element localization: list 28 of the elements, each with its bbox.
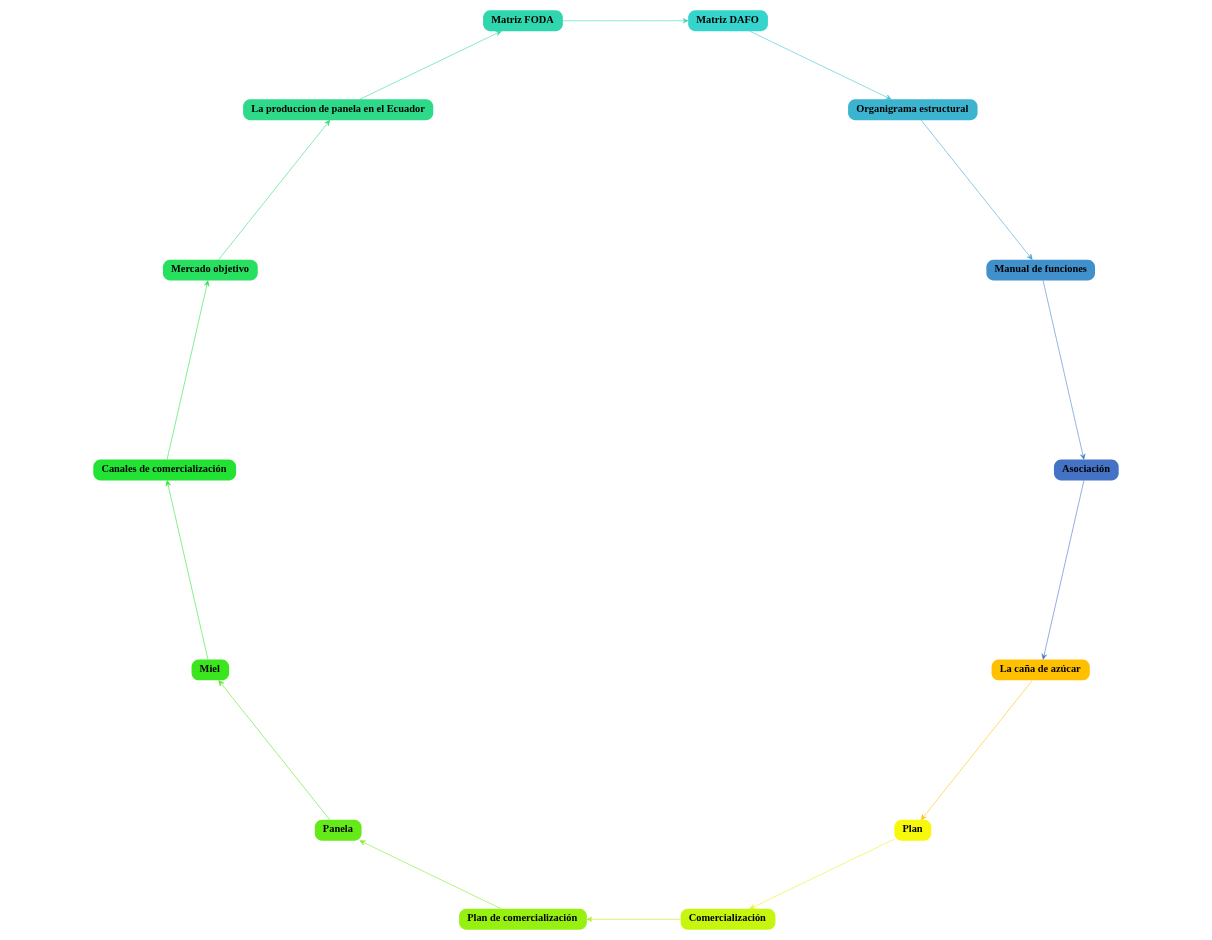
node-box: Matriz FODA — [483, 10, 563, 32]
node-box: Panela — [314, 819, 362, 841]
arrow — [920, 119, 1033, 260]
arrow — [165, 480, 209, 660]
arrow — [562, 18, 689, 24]
node-box: Canales de comercialización — [93, 459, 237, 481]
arrow — [920, 680, 1033, 820]
node-box: Asociación — [1053, 459, 1119, 481]
arrow — [586, 916, 681, 922]
node-box: Miel — [191, 659, 230, 681]
arrow — [749, 30, 892, 100]
node-box: Plan de comercialización — [459, 908, 587, 930]
node-box: La caña de azúcar — [991, 659, 1090, 681]
node-box: Organigrama estructural — [848, 99, 978, 121]
arrow — [166, 280, 210, 460]
node-box: Manual de funciones — [986, 259, 1095, 281]
arrow — [1041, 480, 1085, 660]
node-box: Matriz DAFO — [688, 10, 768, 32]
arrow — [218, 680, 331, 821]
arrow — [749, 838, 895, 910]
node-box: Mercado objetivo — [162, 259, 258, 281]
node-box: Comercialización — [680, 908, 776, 930]
arrow — [359, 30, 502, 100]
node-box: Plan — [894, 819, 932, 841]
arrow — [218, 120, 331, 260]
node-box: La produccion de panela en el Ecuador — [243, 99, 434, 121]
arrow — [1042, 280, 1086, 460]
arrow — [359, 840, 502, 910]
